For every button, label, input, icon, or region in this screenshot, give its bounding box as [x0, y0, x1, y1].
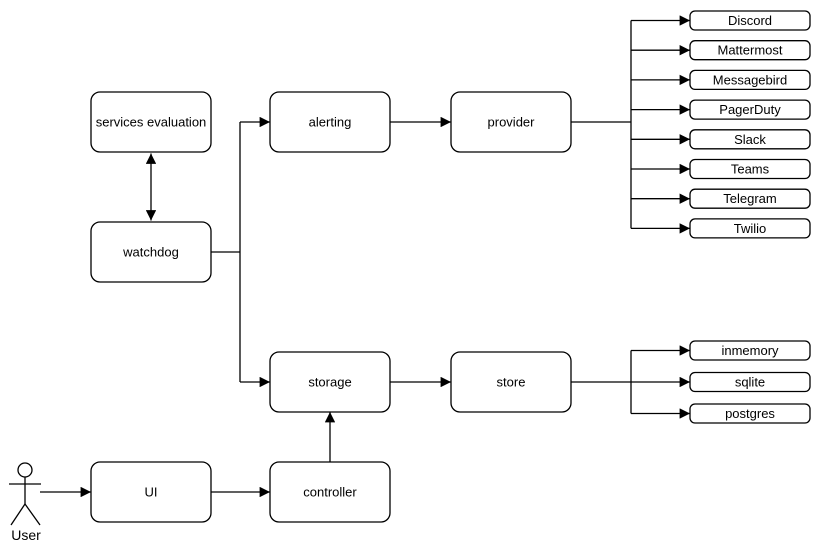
node-alerting-box [269, 91, 391, 153]
leaf-telegram: Telegram [689, 188, 811, 209]
node-storage-label: storage [308, 375, 351, 390]
node-controller-box [269, 461, 391, 523]
node-ui-box [90, 461, 212, 523]
leaf-inmemory-label: inmemory [721, 343, 779, 358]
leaf-twilio: Twilio [689, 218, 811, 239]
user-actor-right-leg [24, 503, 41, 526]
edges [40, 15, 690, 498]
leaf-mattermost-label: Mattermost [717, 43, 782, 58]
node-services-evaluation-box [90, 91, 212, 153]
leaf-postgres: postgres [689, 403, 811, 424]
leaf-slack-label: Slack [734, 132, 766, 147]
leaf-sqlite: sqlite [689, 371, 811, 393]
leaf-teams: Teams [689, 158, 811, 180]
node-watchdog: watchdog [90, 221, 212, 283]
node-storage-box [269, 351, 391, 413]
leaf-mattermost-box [689, 40, 811, 61]
leaf-postgres-box [689, 403, 811, 424]
leaf-postgres-label: postgres [725, 406, 775, 421]
leaf-mattermost: Mattermost [689, 40, 811, 61]
leaf-messagebird-label: Messagebird [713, 72, 787, 87]
node-alerting-label: alerting [309, 115, 352, 130]
user-actor-label: User [11, 527, 41, 543]
leaf-sqlite-box [689, 371, 811, 393]
leaf-slack: Slack [689, 129, 811, 150]
user-actor-left-leg [10, 503, 26, 526]
leaf-messagebird: Messagebird [689, 69, 811, 91]
node-provider-box [450, 91, 572, 153]
leaf-twilio-label: Twilio [734, 221, 767, 236]
node-store: store [450, 351, 572, 413]
node-controller: controller [269, 461, 391, 523]
leaf-teams-label: Teams [731, 162, 770, 177]
node-services-evaluation-label: services evaluation [96, 115, 207, 130]
leaf-pagerduty-label: PagerDuty [719, 102, 781, 117]
leaf-slack-box [689, 129, 811, 150]
leaf-telegram-label: Telegram [723, 191, 776, 206]
node-ui-label: UI [145, 485, 158, 500]
node-watchdog-box [90, 221, 212, 283]
node-ui: UI [90, 461, 212, 523]
leaf-discord-box [689, 10, 811, 31]
node-store-box [450, 351, 572, 413]
node-store-label: store [497, 375, 526, 390]
user-actor-head [17, 462, 33, 478]
node-provider-label: provider [488, 115, 536, 130]
node-provider: provider [450, 91, 572, 153]
node-controller-label: controller [303, 485, 357, 500]
leaf-inmemory-box [689, 340, 811, 361]
leaf-sqlite-label: sqlite [735, 375, 765, 390]
leaf-pagerduty: PagerDuty [689, 99, 811, 120]
node-alerting: alerting [269, 91, 391, 153]
leaf-discord-label: Discord [728, 13, 772, 28]
leaf-messagebird-box [689, 69, 811, 91]
leaf-inmemory: inmemory [689, 340, 811, 361]
leaf-discord: Discord [689, 10, 811, 31]
leaf-telegram-box [689, 188, 811, 209]
node-watchdog-label: watchdog [122, 245, 179, 260]
user-actor: User [9, 462, 41, 543]
leaf-twilio-box [689, 218, 811, 239]
node-storage: storage [269, 351, 391, 413]
leaf-pagerduty-box [689, 99, 811, 120]
leaf-teams-box [689, 158, 811, 180]
node-services-evaluation: services evaluation [90, 91, 212, 153]
